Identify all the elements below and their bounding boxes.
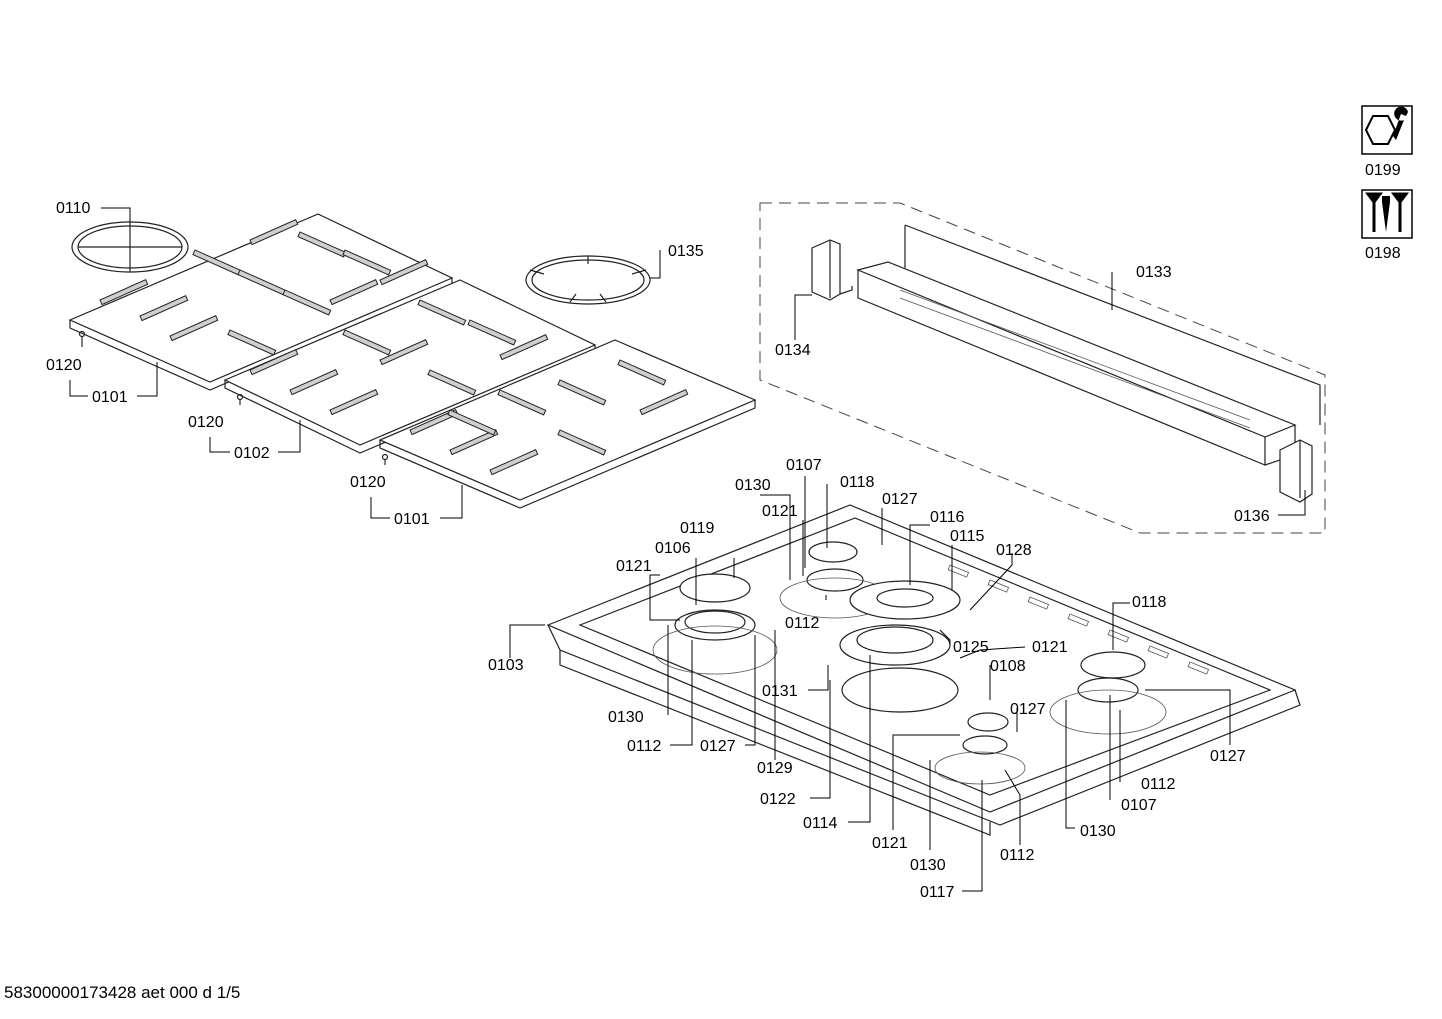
callout-0107: 0107 — [786, 457, 822, 474]
callout-0127: 0127 — [1010, 701, 1046, 718]
callout-0130: 0130 — [1080, 823, 1116, 840]
callout-0130: 0130 — [608, 709, 644, 726]
callout-0112: 0112 — [1141, 776, 1176, 793]
callout-0106: 0106 — [655, 540, 691, 557]
callout-0127: 0127 — [700, 738, 736, 755]
callout-0101: 0101 — [394, 511, 430, 528]
callout-0119: 0119 — [680, 520, 715, 537]
callout-0112: 0112 — [1000, 847, 1035, 864]
pan-support-left — [68, 213, 454, 391]
callout-0121: 0121 — [762, 503, 798, 520]
callout-0116: 0116 — [930, 509, 965, 526]
callout-labels: 0110 0120 0101 0120 0102 0120 0101 0135 … — [46, 200, 1270, 901]
callout-0131: 0131 — [762, 683, 798, 700]
pan-support-right — [378, 339, 757, 509]
callout-0127: 0127 — [882, 491, 918, 508]
wok-support-ring — [525, 255, 651, 305]
callout-0102: 0102 — [234, 445, 270, 462]
burner-left — [652, 573, 778, 675]
callout-0115: 0115 — [950, 528, 985, 545]
callout-0103: 0103 — [488, 657, 524, 674]
callout-0135: 0135 — [668, 243, 704, 260]
icon-label-0199: 0199 — [1365, 162, 1401, 179]
callout-0121: 0121 — [872, 835, 908, 852]
callout-0134: 0134 — [775, 342, 811, 359]
callout-0114: 0114 — [803, 815, 838, 832]
callout-0125: 0125 — [953, 639, 989, 656]
callout-0117: 0117 — [920, 884, 955, 901]
callout-0130: 0130 — [735, 477, 771, 494]
document-reference: 58300000173428 aet 000 d 1/5 — [4, 983, 241, 1002]
callout-0101: 0101 — [92, 389, 128, 406]
burner-front-small — [934, 712, 1026, 785]
callout-0120: 0120 — [46, 357, 82, 374]
callout-0130: 0130 — [910, 857, 946, 874]
callout-0121: 0121 — [616, 558, 652, 575]
callout-0136: 0136 — [1234, 508, 1270, 525]
callout-0129: 0129 — [757, 760, 793, 777]
callout-0128: 0128 — [996, 542, 1032, 559]
burner-rear-small — [779, 541, 891, 619]
pan-support-middle — [223, 279, 597, 454]
callout-0127: 0127 — [1210, 748, 1246, 765]
callout-0107: 0107 — [1121, 797, 1157, 814]
callout-0112: 0112 — [785, 615, 820, 632]
burner-right — [1049, 651, 1167, 735]
screws-icon — [1361, 189, 1413, 239]
callout-0108: 0108 — [990, 658, 1026, 675]
callout-0133: 0133 — [1136, 264, 1172, 281]
callout-0120: 0120 — [188, 414, 224, 431]
icon-label-0198: 0198 — [1365, 245, 1401, 262]
nut-wrench-icon — [1361, 105, 1413, 155]
callout-0120: 0120 — [350, 474, 386, 491]
callout-0118: 0118 — [1132, 594, 1167, 611]
callout-0122: 0122 — [760, 791, 796, 808]
leader-lines — [69, 207, 1306, 892]
backguard-assembly — [759, 202, 1326, 534]
callout-0118: 0118 — [840, 474, 875, 491]
callout-0121: 0121 — [1032, 639, 1068, 656]
callout-0112: 0112 — [627, 738, 662, 755]
wok-ring-adapter — [71, 221, 189, 273]
callout-0110: 0110 — [56, 200, 91, 217]
